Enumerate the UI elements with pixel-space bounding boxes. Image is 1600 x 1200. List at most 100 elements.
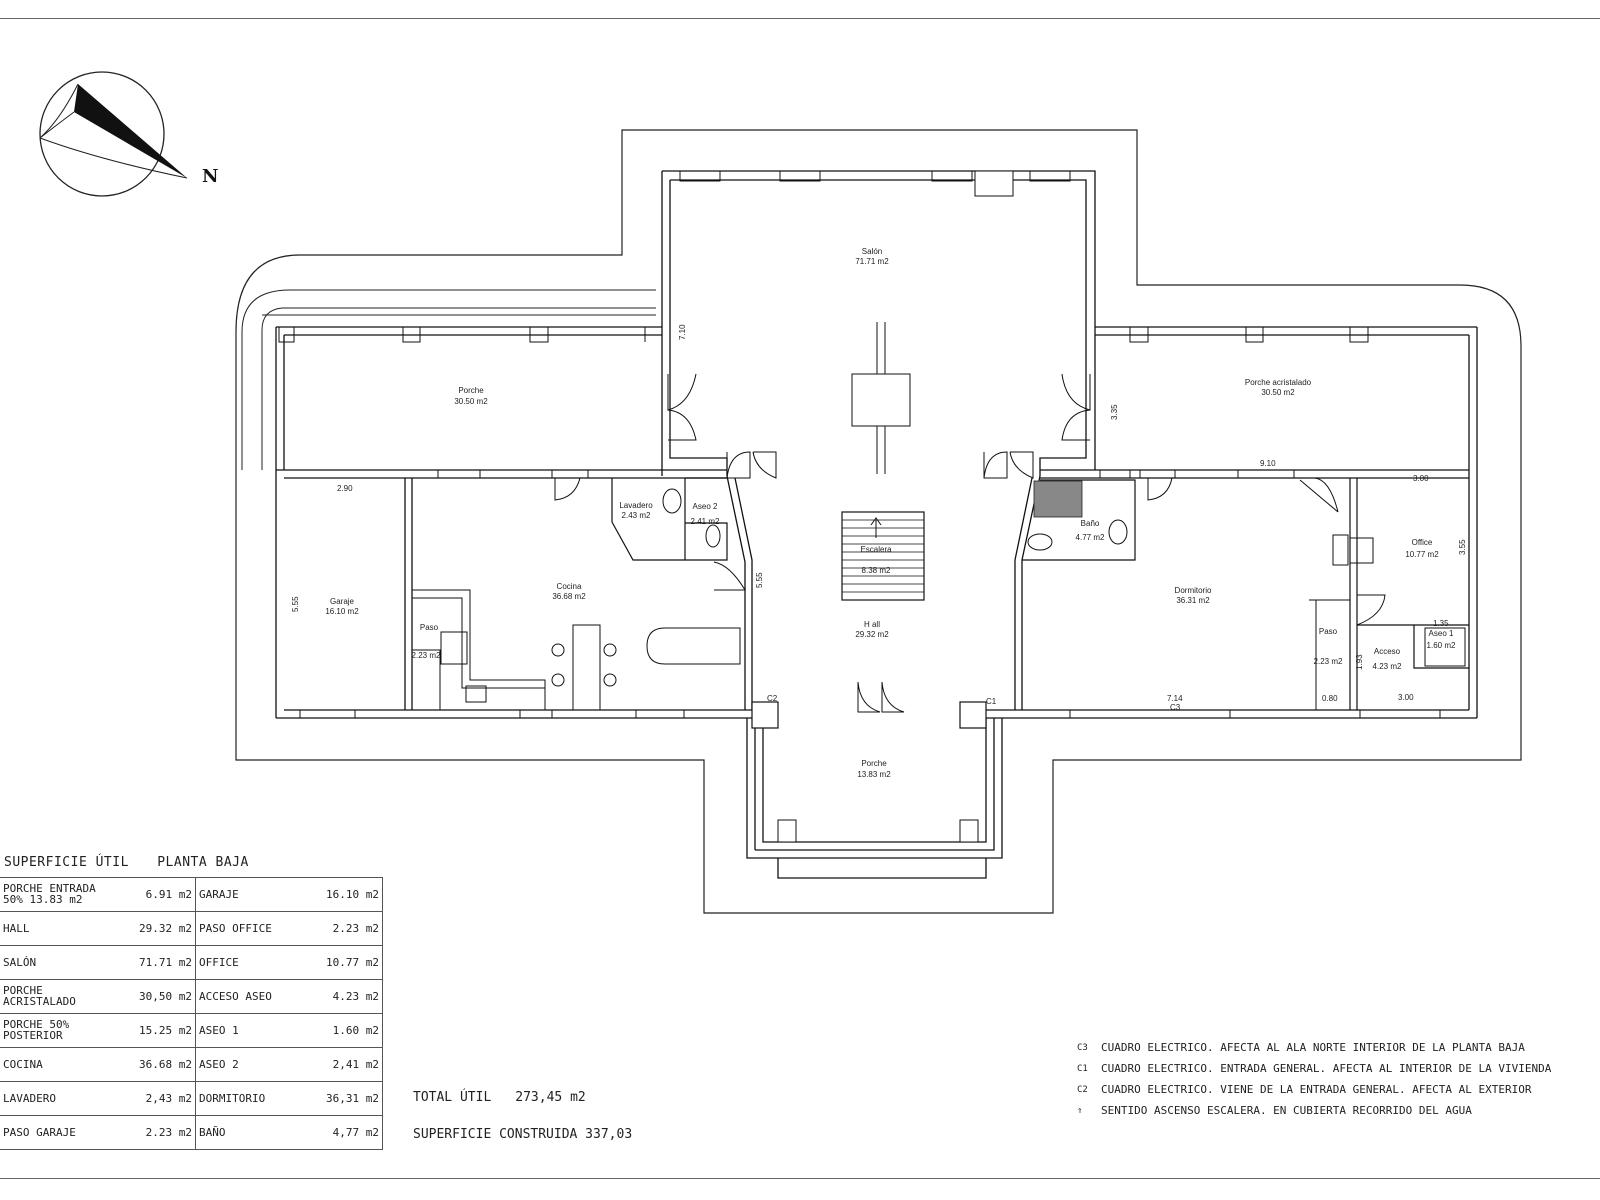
room-salon-area: 71.71 m2 — [855, 257, 889, 266]
schedule-left-value: 30,50 m2 — [121, 979, 196, 1014]
room-office-area: 10.77 m2 — [1405, 550, 1439, 559]
schedule-left-label-text: HALL — [3, 922, 30, 935]
schedule-right-label: ACCESO ASEO — [195, 979, 312, 1014]
schedule-right-value-text: 36,31 m2 — [326, 1092, 379, 1105]
room-porche-left-name: Porche — [458, 386, 484, 395]
schedule-right-label-text: ACCESO ASEO — [199, 990, 272, 1003]
schedule-right-label-text: DORMITORIO — [199, 1092, 266, 1105]
dimension-label: 5.55 — [755, 572, 764, 588]
schedule-right-value: 1.60 m2 — [312, 1013, 383, 1048]
schedule-right-value-text: 2,41 m2 — [332, 1058, 379, 1071]
schedule-left-label: PORCHE 50% POSTERIOR — [0, 1013, 121, 1048]
room-paso-right-name: Paso — [1319, 627, 1338, 636]
legend-text: CUADRO ELECTRICO. VIENE DE LA ENTRADA GE… — [1101, 1083, 1532, 1096]
schedule-left-value-text: 71.71 m2 — [139, 956, 192, 969]
schedule-right-value: 2,41 m2 — [312, 1047, 383, 1082]
table-row: HALL 29.32 m2 PASO OFFICE 2.23 m2 — [0, 911, 383, 946]
schedule-left-label-text: PASO GARAJE — [3, 1126, 76, 1139]
room-paso-left-name: Paso — [420, 623, 439, 632]
stair-up-arrow-icon — [870, 517, 882, 538]
dimension-labels: 7.10 3.35 9.10 2.90 5.55 5.55 3.00 3.55 … — [291, 324, 1467, 703]
dimension-label: 7.14 — [1167, 694, 1183, 703]
room-cocina-area: 36.68 m2 — [552, 592, 586, 601]
schedule-left-value-text: 2,43 m2 — [145, 1092, 192, 1105]
room-bano-name: Baño — [1081, 519, 1100, 528]
room-escalera-area: 8.38 m2 — [862, 566, 891, 575]
schedule-left-value-text: 15.25 m2 — [139, 1024, 192, 1037]
room-porche-acristalado-area: 30.50 m2 — [1261, 388, 1295, 397]
room-lavadero-name: Lavadero — [619, 501, 653, 510]
schedule-left-value: 6.91 m2 — [121, 877, 196, 912]
terrace-inner-2 — [261, 307, 656, 470]
room-hall-name: H all — [864, 620, 880, 629]
room-dormitorio-name: Dormitorio — [1175, 586, 1212, 595]
schedule-right-label-text: GARAJE — [199, 888, 239, 901]
room-hall-area: 29.32 m2 — [855, 630, 889, 639]
schedule-left-label: LAVADERO — [0, 1081, 121, 1116]
shower-tiles — [1033, 480, 1083, 518]
schedule-right-label-text: ASEO 1 — [199, 1024, 239, 1037]
room-porche-front-name: Porche — [861, 759, 887, 768]
schedule-left-label: HALL — [0, 911, 121, 946]
schedule-left-value: 15.25 m2 — [121, 1013, 196, 1048]
schedule-left-label: PORCHE ACRISTALADO — [0, 979, 121, 1014]
north-arrow-icon: N — [39, 71, 218, 197]
room-dormitorio-area: 36.31 m2 — [1176, 596, 1210, 605]
table-row: PORCHE ACRISTALADO 30,50 m2 ACCESO ASEO 4.2… — [0, 979, 383, 1014]
schedule-right-label: OFFICE — [195, 945, 312, 980]
schedule-right-value-text: 16.10 m2 — [326, 888, 379, 901]
room-cocina-name: Cocina — [557, 582, 582, 591]
schedule-right-label-text: OFFICE — [199, 956, 239, 969]
room-garaje-area: 16.10 m2 — [325, 607, 359, 616]
schedule-right-value-text: 1.60 m2 — [332, 1024, 379, 1037]
dimension-label: 3.55 — [1458, 539, 1467, 555]
schedule-right-label: ASEO 2 — [195, 1047, 312, 1082]
schedule-left-value: 2,43 m2 — [121, 1081, 196, 1116]
schedule-left-value: 29.32 m2 — [121, 911, 196, 946]
terrace-inner — [241, 289, 656, 470]
room-lavadero-area: 2.43 m2 — [622, 511, 651, 520]
dimension-label: 3.00 — [1398, 693, 1414, 702]
schedule-left-value-text: 30,50 m2 — [139, 990, 192, 1003]
room-escalera-name: Escalera — [860, 545, 892, 554]
schedule-right-value-text: 10.77 m2 — [326, 956, 379, 969]
schedule-right-label: PASO OFFICE — [195, 911, 312, 946]
panel-c3-label: C3 — [1170, 703, 1181, 712]
schedule-left-value: 71.71 m2 — [121, 945, 196, 980]
schedule-right-value: 16.10 m2 — [312, 877, 383, 912]
schedule-right-label: DORMITORIO — [195, 1081, 312, 1116]
dimension-label: 1.35 — [1433, 619, 1449, 628]
room-bano-area: 4.77 m2 — [1076, 533, 1105, 542]
schedule-subtitle: PLANTA BAJA — [157, 855, 249, 870]
room-salon-name: Salón — [862, 247, 882, 256]
dimension-label: 1.93 — [1355, 654, 1364, 670]
schedule-left-label: COCINA — [0, 1047, 121, 1082]
schedule-left-label-text: SALÓN — [3, 956, 37, 969]
schedule-right-value-text: 4.23 m2 — [332, 990, 379, 1003]
schedule-left-label-text: COCINA — [3, 1058, 43, 1071]
frame-bottom-line — [0, 1178, 1600, 1179]
table-row: PORCHE 50% POSTERIOR 15.25 m2 ASEO 1 1.60 m… — [0, 1013, 383, 1048]
dimension-label: 0.80 — [1322, 694, 1338, 703]
legend-code: C2 — [1077, 1084, 1088, 1095]
schedule-right-label-text: ASEO 2 — [199, 1058, 239, 1071]
schedule-right-label-text: PASO OFFICE — [199, 922, 272, 935]
room-porche-front-area: 13.83 m2 — [857, 770, 891, 779]
terrace-outline — [235, 129, 1522, 914]
legend-code: C1 — [1077, 1063, 1088, 1074]
schedule-right-value: 4.23 m2 — [312, 979, 383, 1014]
dimension-label: 7.10 — [678, 324, 687, 340]
schedule-right-label: BAÑO — [195, 1115, 312, 1150]
room-garaje-name: Garaje — [330, 597, 355, 606]
dimension-label: 3.35 — [1110, 404, 1119, 420]
schedule-right-value: 2.23 m2 — [312, 911, 383, 946]
legend-code: C3 — [1077, 1042, 1088, 1053]
schedule-left-value-text: 29.32 m2 — [139, 922, 192, 935]
schedule-right-value-text: 2.23 m2 — [332, 922, 379, 935]
dimension-label: 5.55 — [291, 596, 300, 612]
room-porche-acristalado-name: Porche acristalado — [1245, 378, 1312, 387]
